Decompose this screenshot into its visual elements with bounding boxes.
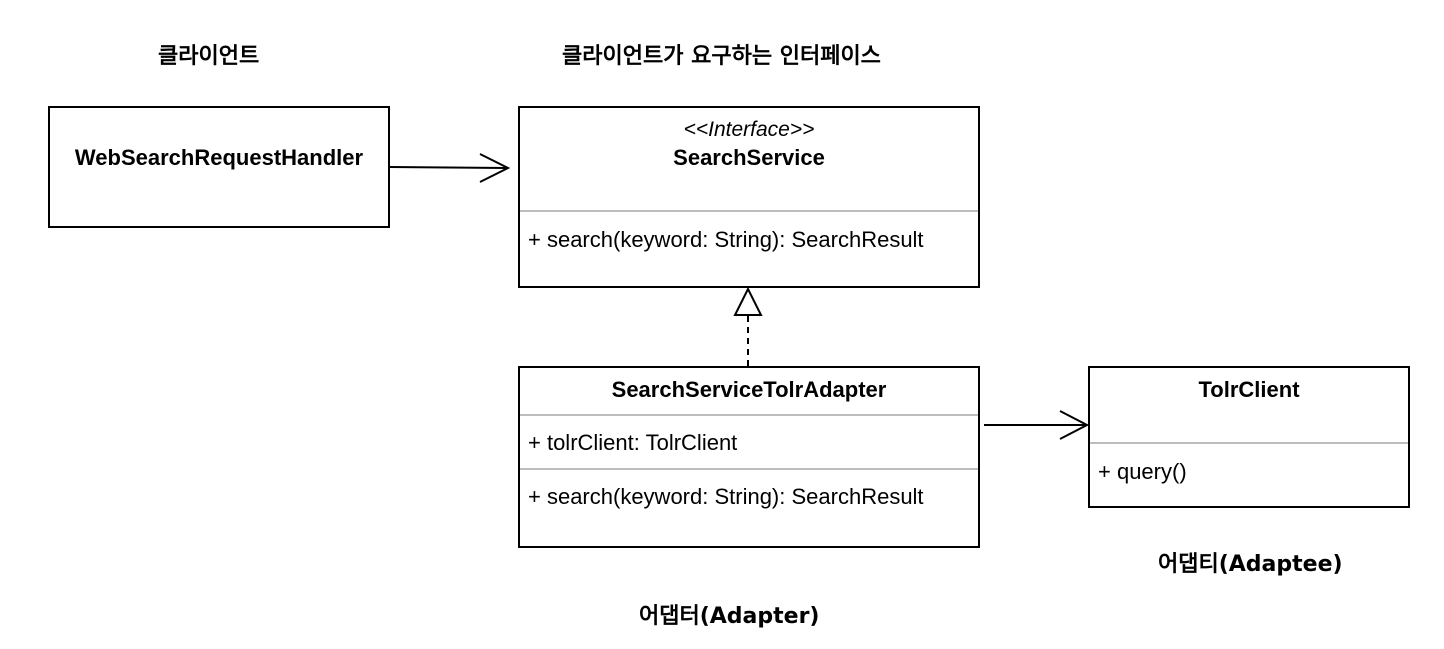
method-search: + search(keyword: String): SearchResult [528,484,924,509]
method-search: + search(keyword: String): SearchResult [528,227,924,252]
method-query: + query() [1098,459,1187,484]
class-search-service-tolr-adapter[interactable]: SearchServiceTolrAdapter + tolrClient: T… [518,366,980,548]
class-name: SearchService [673,145,825,170]
target-interface-caption: 클라이언트가 요구하는 인터페이스 [562,44,881,69]
adaptee-caption: 어댑티(Adaptee) [1158,552,1343,577]
class-name: WebSearchRequestHandler [74,145,364,170]
interface-search-service[interactable]: <<Interface>> SearchService + search(key… [518,106,980,288]
class-name: SearchServiceTolrAdapter [611,377,887,402]
class-tolr-client[interactable]: TolrClient + query() [1088,366,1410,508]
association-handler-to-service [388,153,511,183]
field-tolr-client: + tolrClient: TolrClient [528,430,738,455]
class-name: TolrClient [1198,377,1300,402]
class-web-search-request-handler[interactable]: WebSearchRequestHandler [48,106,390,228]
adapter-caption: 어댑터(Adapter) [639,604,820,629]
association-adapter-to-client [984,410,1090,440]
client-caption: 클라이언트 [158,44,260,69]
realization-adapter-to-service [733,286,763,366]
compartment-divider [520,414,978,416]
compartment-divider [520,210,978,212]
stereotype-label: <<Interface>> [683,118,815,141]
compartment-divider [1090,442,1408,444]
compartment-divider [520,468,978,470]
